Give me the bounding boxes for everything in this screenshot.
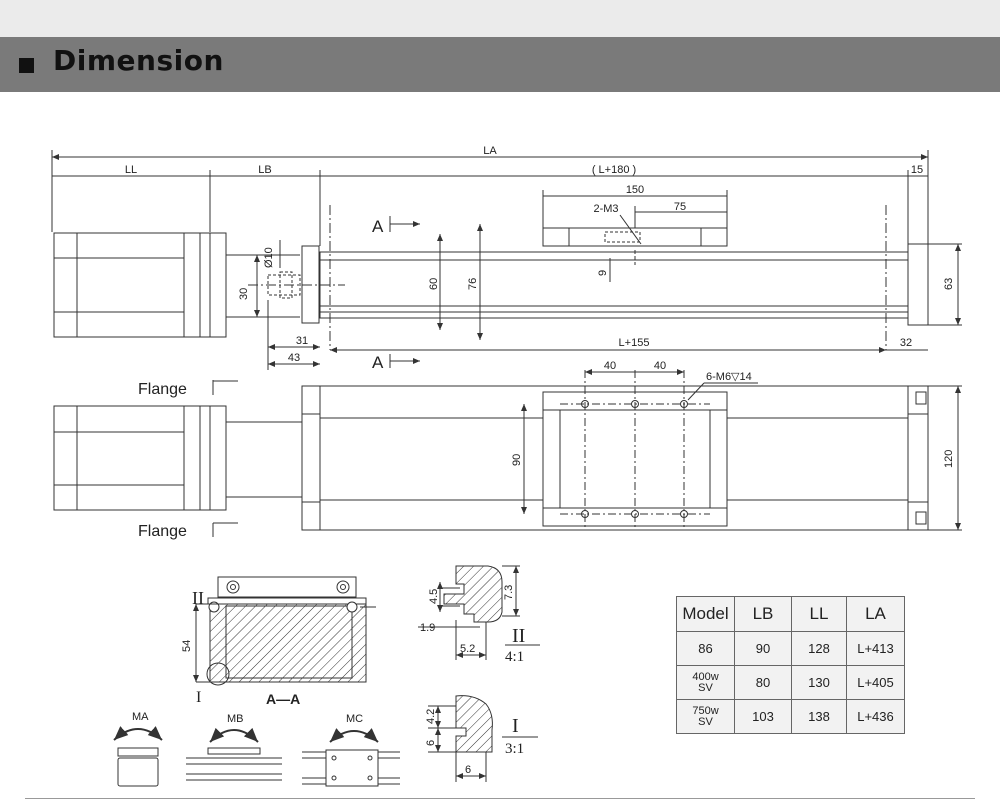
cell-model: 400w SV: [676, 665, 735, 700]
label-40-left: 40: [604, 360, 616, 372]
label-40-right: 40: [654, 360, 666, 372]
detail-i: [428, 695, 538, 782]
label-6m6: 6-M6▽14: [706, 371, 752, 383]
label-75: 75: [674, 201, 686, 213]
label-2m3: 2-M3: [593, 203, 618, 215]
section-header: Dimension: [0, 37, 1000, 92]
front-view: [53, 369, 962, 537]
model-power: 400w: [692, 670, 719, 683]
label-la: LA: [483, 145, 497, 157]
model-dimension-table: Model LB LL LA 86 90 128 L+413 400w SV 8…: [676, 596, 905, 734]
front-view-labels: Flange Flange 40 40 6-M6▽14 90 120: [138, 360, 955, 540]
section-aa-labels: II I A—A 54: [181, 588, 300, 707]
cell-la: L+413: [846, 631, 905, 666]
th-model: Model: [676, 596, 735, 632]
label-31: 31: [296, 335, 308, 347]
label-90: 90: [511, 454, 523, 466]
label-l155: L+155: [619, 337, 650, 349]
cell-ll: 130: [791, 665, 847, 700]
cell-model: 750w SV: [676, 699, 735, 734]
detail-ii-labels: 4.5 7.3 1.9 5.2 II 4:1: [420, 585, 525, 665]
cell-la: L+405: [846, 665, 905, 700]
flange-label-bottom: Flange: [138, 523, 187, 540]
label-d10: Ø10: [263, 247, 275, 268]
label-32: 32: [900, 337, 912, 349]
label-ll: LL: [125, 164, 137, 176]
rail-body: [319, 251, 909, 319]
model-type: SV: [698, 715, 713, 728]
top-view: [51, 150, 962, 370]
label-60: 60: [428, 278, 440, 290]
model-name: 86: [698, 641, 713, 656]
label-30: 30: [238, 288, 250, 300]
label-1-9: 1.9: [420, 622, 435, 634]
label-54: 54: [181, 640, 193, 652]
detail-i-title: I: [512, 715, 519, 737]
bottom-divider: [25, 798, 975, 799]
label-6-horizontal: 6: [465, 764, 471, 776]
table-row: 86 90 128 L+413: [676, 631, 905, 666]
cell-lb: 103: [734, 699, 792, 734]
cell-ll: 128: [791, 631, 847, 666]
model-type: SV: [698, 681, 713, 694]
cell-model: 86: [676, 631, 735, 666]
label-l180: ( L+180 ): [592, 164, 636, 176]
detail-ii: [418, 565, 540, 660]
section-a-label-bottom: A: [372, 353, 384, 372]
label-ii-marker: II: [192, 588, 204, 608]
end-block-right: [907, 243, 929, 326]
cell-ll: 138: [791, 699, 847, 734]
label-i-marker: I: [196, 689, 201, 706]
label-lb: LB: [258, 164, 271, 176]
model-power: 750w: [692, 704, 719, 717]
carriage-top: [542, 227, 728, 247]
label-150: 150: [626, 184, 644, 196]
th-ll: LL: [791, 596, 847, 632]
label-5-2: 5.2: [460, 643, 475, 655]
page-title: Dimension: [53, 44, 224, 77]
table-header-row: Model LB LL LA: [676, 596, 905, 632]
detail-i-scale: 3:1: [505, 741, 524, 757]
detail-ii-scale: 4:1: [505, 649, 524, 665]
moment-diagrams: [113, 726, 400, 787]
label-ma: MA: [132, 711, 149, 723]
flange-label-top: Flange: [138, 381, 187, 398]
bullet-square-icon: [19, 58, 34, 73]
label-6-vertical: 6: [425, 740, 437, 746]
label-43: 43: [288, 352, 300, 364]
table-row: 400w SV 80 130 L+405: [676, 665, 905, 700]
label-mb: MB: [227, 713, 244, 725]
detail-ii-title: II: [512, 625, 525, 647]
section-a-label-top: A: [372, 217, 384, 236]
label-4-2: 4.2: [425, 709, 437, 724]
label-63: 63: [943, 278, 955, 290]
th-lb: LB: [734, 596, 792, 632]
section-aa: [193, 576, 376, 686]
cell-lb: 80: [734, 665, 792, 700]
label-a-a: A—A: [266, 691, 300, 707]
cell-la: L+436: [846, 699, 905, 734]
top-band: [0, 0, 1000, 37]
label-4-5: 4.5: [428, 589, 440, 604]
label-15: 15: [911, 164, 923, 176]
th-la: LA: [846, 596, 905, 632]
moment-labels: MA MB MC: [132, 711, 363, 725]
motor-body: [53, 232, 185, 338]
detail-i-labels: 4.2 6 6 I 3:1: [425, 709, 524, 776]
table-row: 750w SV 103 138 L+436: [676, 699, 905, 734]
top-view-labels: LA LL LB ( L+180 ) 15 150 75 2-M3 Ø10 30…: [125, 145, 955, 372]
label-120: 120: [943, 450, 955, 468]
label-76: 76: [467, 278, 479, 290]
label-mc: MC: [346, 713, 363, 725]
label-9: 9: [597, 270, 609, 276]
end-block-left: [301, 245, 320, 324]
cell-lb: 90: [734, 631, 792, 666]
label-7-3: 7.3: [503, 585, 515, 600]
